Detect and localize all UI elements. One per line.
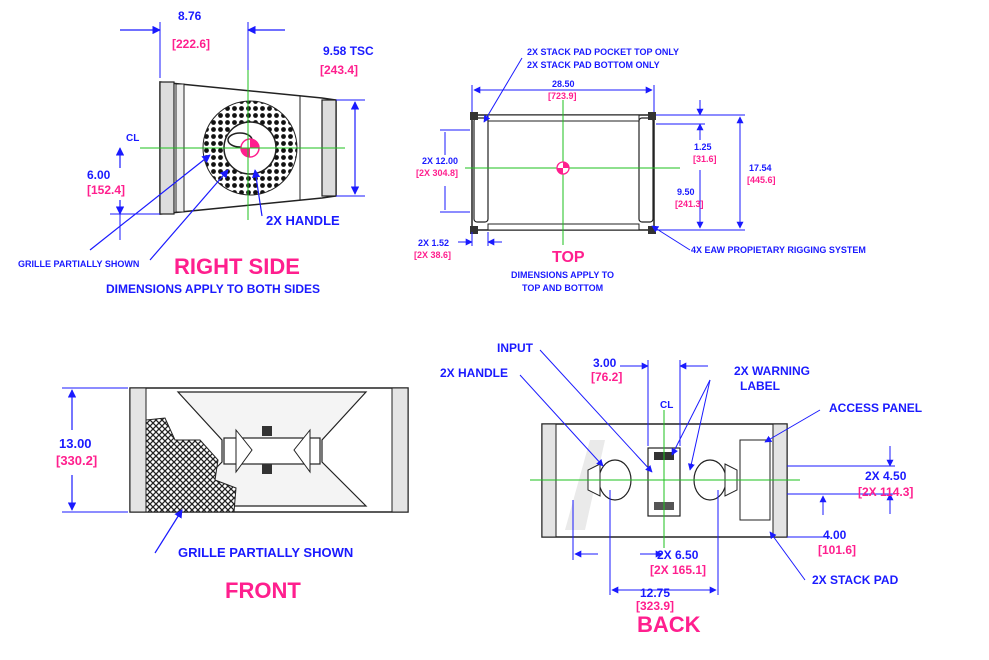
- back-view: [519, 349, 895, 595]
- top-note-line1: 2X STACK PAD POCKET TOP ONLY: [527, 47, 680, 57]
- right-center-dim-mm: [152.4]: [87, 183, 126, 197]
- right-side-view: [89, 22, 365, 261]
- back-stackpad-callout: 2X STACK PAD: [812, 573, 899, 587]
- back-warning-callout-line1: 2X WARNING: [734, 364, 811, 378]
- right-side-title: RIGHT SIDE: [174, 254, 300, 279]
- back-low-dim: 4.00: [823, 528, 847, 542]
- back-right-dim-mm: [2X 114.3]: [858, 485, 914, 499]
- right-center-dim: 6.00: [87, 168, 111, 182]
- front-height-dim-mm: [330.2]: [56, 453, 98, 468]
- right-grille-callout: GRILLE PARTIALLY SHOWN: [18, 259, 140, 269]
- back-right-dim: 2X 4.50: [865, 469, 907, 483]
- back-access-callout: ACCESS PANEL: [829, 401, 923, 415]
- top-depth-dim: 17.54: [749, 163, 772, 173]
- top-view: [440, 57, 745, 251]
- front-grille-callout: GRILLE PARTIALLY SHOWN: [178, 545, 354, 560]
- back-warning-callout-line2: LABEL: [740, 379, 780, 393]
- top-center-marker: [556, 161, 570, 175]
- front-grille: [145, 417, 237, 513]
- top-mid-dim-mm: [241.3]: [675, 199, 704, 209]
- top-pad-dim: 2X 1.52: [418, 238, 450, 248]
- right-handle-callout: 2X HANDLE: [266, 213, 340, 228]
- top-width-dim-mm: [723.9]: [548, 91, 577, 101]
- front-view: [62, 387, 409, 554]
- right-centerline-label: CL: [126, 133, 140, 144]
- top-subtitle-line1: DIMENSIONS APPLY TO: [511, 270, 615, 280]
- top-small-dim: 1.25: [694, 142, 712, 152]
- right-width-dim-mm: [222.6]: [172, 37, 211, 51]
- top-title: TOP: [552, 249, 585, 266]
- back-handles-dim: 2X 6.50: [657, 548, 699, 562]
- right-side-subtitle: DIMENSIONS APPLY TO BOTH SIDES: [106, 282, 321, 296]
- right-height-dim: 9.58 TSC: [323, 44, 374, 58]
- top-pad-dim-mm: [2X 38.6]: [414, 250, 452, 260]
- right-height-dim-mm: [243.4]: [320, 63, 359, 77]
- top-depth-dim-mm: [445.6]: [747, 175, 776, 185]
- top-left-dim: 2X 12.00: [422, 156, 459, 166]
- back-handles-dim-mm: [2X 165.1]: [650, 563, 707, 577]
- back-low-dim-mm: [101.6]: [818, 543, 857, 557]
- top-subtitle-line2: TOP AND BOTTOM: [522, 283, 604, 293]
- back-handle-callout: 2X HANDLE: [440, 366, 509, 380]
- right-width-dim: 8.76: [178, 9, 202, 23]
- top-width-dim: 28.50: [552, 79, 575, 89]
- top-note-line2: 2X STACK PAD BOTTOM ONLY: [527, 60, 660, 70]
- front-height-dim: 13.00: [59, 436, 92, 451]
- top-rigging-callout: 4X EAW PROPIETARY RIGGING SYSTEM: [691, 245, 866, 255]
- front-title: FRONT: [225, 578, 301, 603]
- back-input-dim-mm: [76.2]: [591, 370, 623, 384]
- top-mid-dim: 9.50: [677, 187, 695, 197]
- back-title: BACK: [637, 612, 701, 637]
- top-left-dim-mm: [2X 304.8]: [416, 168, 459, 178]
- back-input-dim: 3.00: [593, 356, 617, 370]
- top-small-dim-mm: [31.6]: [693, 154, 717, 164]
- back-centerline-label: CL: [660, 400, 674, 411]
- back-pads-dim-mm: [323.9]: [636, 599, 675, 613]
- back-pads-dim: 12.75: [640, 586, 671, 600]
- back-input-callout: INPUT: [497, 341, 533, 355]
